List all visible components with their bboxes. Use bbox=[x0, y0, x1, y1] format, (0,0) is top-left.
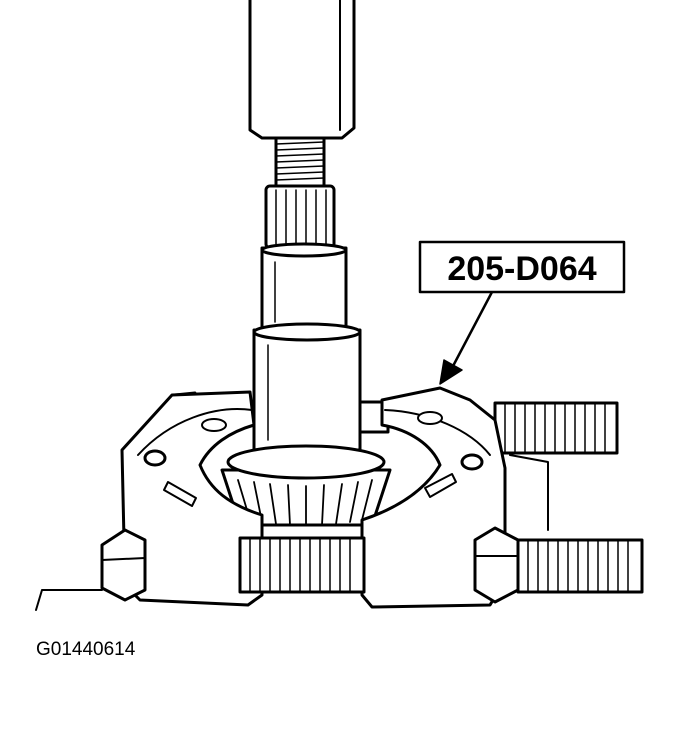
callout-leader bbox=[439, 290, 494, 385]
press-ram bbox=[248, 0, 356, 140]
callout-box bbox=[418, 240, 626, 294]
tapered-roller-bearing bbox=[220, 444, 392, 527]
figure-id: G01440614 bbox=[36, 639, 136, 660]
front-puller-bolt-right bbox=[473, 526, 644, 604]
splitter-plate-left bbox=[120, 390, 264, 607]
fixture-line bbox=[35, 589, 103, 611]
tool-number-label: 205-D064 bbox=[447, 250, 596, 288]
threaded-stud bbox=[274, 136, 326, 188]
main-shaft bbox=[252, 322, 362, 452]
shaft-shoulder bbox=[260, 242, 348, 332]
splitter-plate-right bbox=[360, 386, 507, 609]
splined-shaft bbox=[264, 184, 336, 250]
front-puller-bolt-left bbox=[100, 528, 366, 602]
